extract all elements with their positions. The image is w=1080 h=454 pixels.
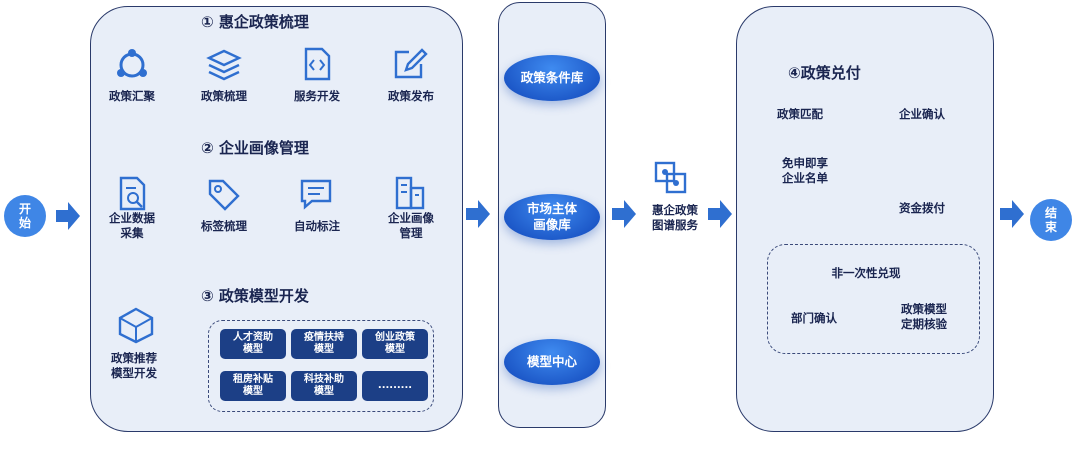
cube-icon — [118, 307, 154, 344]
tag-icon — [208, 179, 240, 211]
node-non-once: 非一次性兑现 — [831, 266, 901, 280]
layers-icon — [206, 49, 242, 81]
section-2-title: ② 企业画像管理 — [201, 139, 309, 157]
non-once-group — [767, 244, 980, 354]
models-group — [208, 320, 434, 412]
node-exempt-list: 免申即享 企业名单 — [782, 156, 828, 185]
step-policy-sort: 政策梳理 — [201, 89, 247, 103]
building-icon — [395, 176, 425, 210]
model-tech: 科技补助 模型 — [291, 371, 357, 401]
document-search-icon — [119, 176, 146, 211]
arrow-to-db — [466, 200, 490, 228]
step-tag-sort: 标签梳理 — [201, 219, 247, 233]
message-icon — [300, 179, 332, 210]
step-policy-publish: 政策发布 — [388, 89, 434, 103]
step-service-dev: 服务开发 — [294, 89, 340, 103]
node-policy-match: 政策匹配 — [777, 107, 823, 121]
step-model-dev: 政策推荐 模型开发 — [111, 351, 157, 380]
section-1-title: ① 惠企政策梳理 — [201, 13, 309, 31]
model-more: ......... — [362, 371, 428, 401]
start-node: 开始 — [4, 195, 46, 237]
section-4-title: ④政策兑付 — [788, 64, 861, 82]
model-talent: 人才资助 模型 — [220, 329, 286, 359]
section-3-title: ③ 政策模型开发 — [201, 287, 309, 305]
db-market-portrait: 市场主体 画像库 — [504, 194, 600, 240]
model-startup: 创业政策 模型 — [362, 329, 428, 359]
redeem-panel — [736, 6, 994, 432]
db-policy-condition: 政策条件库 — [504, 55, 600, 101]
node-fund-allocate: 资金拨付 — [899, 201, 945, 215]
node-dept-confirm: 部门确认 — [791, 311, 837, 325]
step-portrait-manage: 企业画像 管理 — [388, 211, 434, 240]
arrow-to-service — [612, 200, 636, 228]
code-file-icon — [304, 47, 331, 81]
graph-service-icon — [654, 161, 687, 194]
node-enterprise-confirm: 企业确认 — [899, 107, 945, 121]
network-icon — [117, 49, 147, 78]
arrow-to-end — [1000, 200, 1024, 228]
db-model-center: 模型中心 — [504, 339, 600, 385]
step-data-collect: 企业数据 采集 — [109, 211, 155, 240]
step-auto-label: 自动标注 — [294, 219, 340, 233]
arrow-to-redeem — [708, 200, 732, 228]
model-rent: 租房补贴 模型 — [220, 371, 286, 401]
arrow-start — [56, 202, 80, 230]
model-epidemic: 疫情扶持 模型 — [291, 329, 357, 359]
step-policy-collect: 政策汇聚 — [109, 89, 155, 103]
end-node: 结束 — [1030, 199, 1072, 241]
graph-service-label: 惠企政策 图谱服务 — [652, 203, 698, 232]
node-model-review: 政策模型 定期核验 — [901, 302, 947, 331]
edit-icon — [394, 48, 428, 79]
